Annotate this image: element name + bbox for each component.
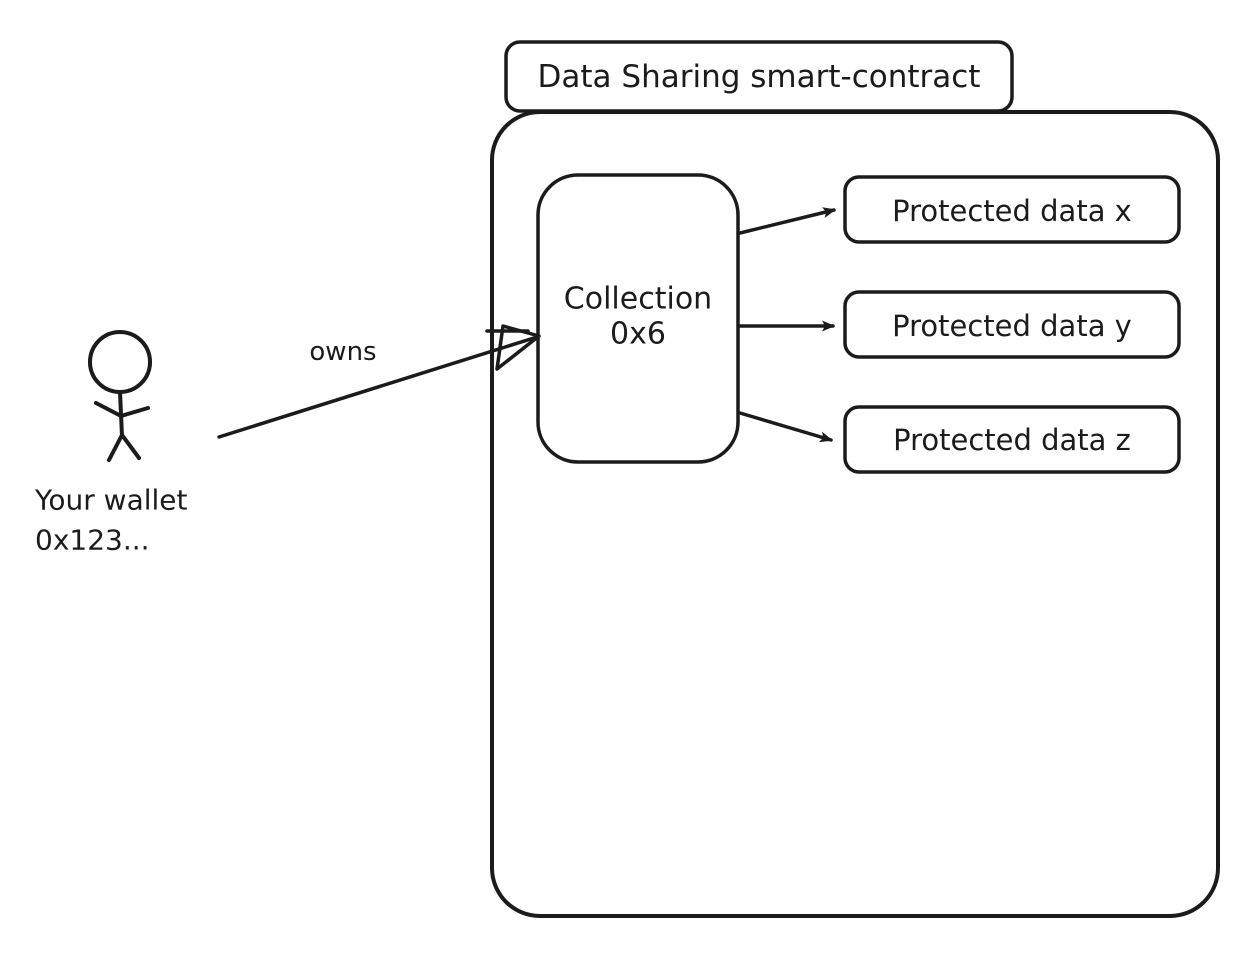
actor-arms: [94, 401, 150, 418]
arrow-collection-to-x: [738, 207, 836, 235]
protected-data-x-node: Protected data x: [843, 175, 1181, 244]
wallet-label-line1: Your wallet: [34, 484, 188, 517]
protected-data-x-rect: [843, 175, 1181, 244]
wallet-actor-figure: [88, 330, 152, 462]
protected-data-y-label: Protected data y: [892, 309, 1132, 343]
collection-rect: [536, 173, 740, 464]
arrow-owns: [217, 324, 541, 439]
arrow-collection-to-z: [738, 411, 833, 443]
protected-data-y-rect: [843, 290, 1181, 359]
protected-data-z-node: Protected data z: [843, 405, 1181, 474]
collection-label-line2: 0x6: [610, 317, 666, 352]
protected-data-y-node: Protected data y: [843, 290, 1181, 359]
owns-edge-label: owns: [309, 337, 376, 367]
arrow-owns-shaft: [217, 335, 539, 439]
actor-head: [88, 330, 152, 394]
protected-data-z-label: Protected data z: [893, 423, 1131, 457]
protected-data-z-rect: [843, 405, 1181, 474]
smart-contract-title-label: Data Sharing smart-contract: [538, 59, 981, 95]
protected-data-x-label: Protected data x: [892, 194, 1132, 228]
smart-contract-title-rect: [504, 40, 1014, 113]
actor-legs: [107, 433, 141, 462]
collection-label-line1: Collection: [564, 282, 712, 317]
collection-node: Collection 0x6: [536, 173, 740, 464]
smart-contract-title-box: Data Sharing smart-contract: [504, 40, 1014, 113]
wallet-label-line2: 0x123...: [35, 524, 150, 557]
